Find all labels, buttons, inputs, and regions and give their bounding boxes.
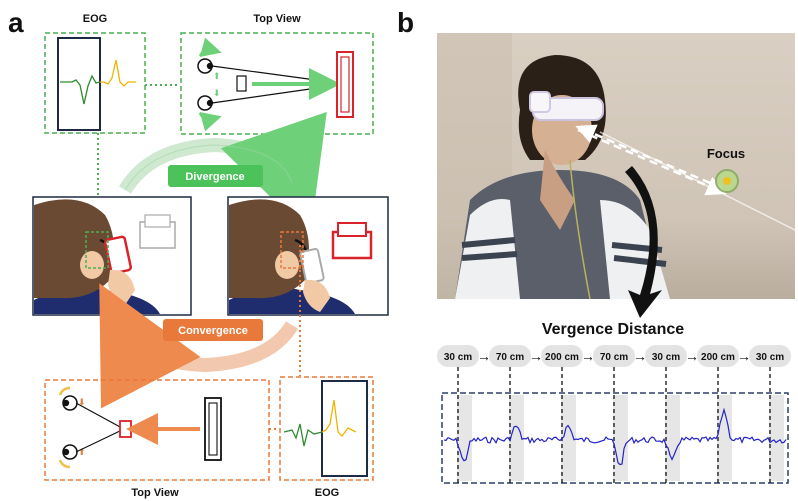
far-target-icon-bottom bbox=[204, 397, 222, 461]
eog-trace-yellow-bottom bbox=[321, 399, 357, 437]
far-target-icon bbox=[336, 51, 354, 118]
eog-trace-green bbox=[60, 74, 101, 105]
transition-band bbox=[509, 395, 524, 481]
distance-pill: 200 cm bbox=[697, 345, 739, 367]
distance-label: 70 cm bbox=[496, 352, 524, 363]
svg-text:⬇: ⬇ bbox=[213, 88, 221, 98]
svg-text:⬆: ⬆ bbox=[213, 71, 221, 81]
distance-pill: 70 cm bbox=[593, 345, 635, 367]
top-eog-label: EOG bbox=[83, 13, 107, 25]
near-phone-icon-bottom bbox=[119, 420, 132, 438]
sequence-arrow: → bbox=[477, 348, 491, 364]
sequence-arrow: → bbox=[737, 348, 751, 364]
transition-band bbox=[613, 395, 628, 481]
distance-pill: 30 cm bbox=[749, 345, 791, 367]
transition-markers bbox=[457, 367, 771, 483]
signal-box bbox=[441, 392, 789, 484]
convergence-arrow: Convergence bbox=[99, 283, 299, 409]
sequence-arrow: → bbox=[581, 348, 595, 364]
focus-label: Focus bbox=[707, 146, 745, 161]
divergence-label: Divergence bbox=[185, 171, 244, 183]
bottom-eog-panel: EOG bbox=[279, 376, 374, 499]
transition-band bbox=[665, 395, 680, 481]
subject-photo: Focus bbox=[437, 33, 796, 300]
vergence-title: Vergence Distance bbox=[542, 321, 684, 338]
photo-to-signal-arrow bbox=[625, 166, 662, 318]
distance-sequence: 30 cm→70 cm→200 cm→70 cm→30 cm→200 cm→30… bbox=[437, 345, 791, 367]
bottom-topview-panel: ⬇ ⬆ Top View bbox=[44, 379, 270, 499]
bottom-topview-label: Top View bbox=[131, 487, 179, 499]
distance-pill: 30 cm bbox=[645, 345, 687, 367]
distance-label: 30 cm bbox=[444, 352, 472, 363]
top-topview-panel: Top View ⬆ ⬇ bbox=[180, 13, 374, 135]
eog-trace-yellow bbox=[100, 59, 136, 87]
bottom-eog-label: EOG bbox=[315, 487, 339, 499]
convergence-label: Convergence bbox=[178, 325, 248, 337]
distance-label: 30 cm bbox=[652, 352, 680, 363]
transition-band bbox=[457, 395, 472, 481]
distance-label: 30 cm bbox=[756, 352, 784, 363]
eog-trace-green-bottom bbox=[283, 423, 323, 447]
top-topview-label: Top View bbox=[253, 13, 301, 25]
distance-pill: 30 cm bbox=[437, 345, 479, 367]
transition-band bbox=[561, 395, 576, 481]
transition-band bbox=[717, 395, 732, 481]
divergence-arrow: Divergence bbox=[118, 111, 327, 236]
distance-label: 70 cm bbox=[600, 352, 628, 363]
near-phone-icon bbox=[236, 75, 247, 92]
svg-text:⬇: ⬇ bbox=[78, 397, 86, 407]
far-focus-illustration bbox=[227, 196, 389, 316]
distance-pill: 70 cm bbox=[489, 345, 531, 367]
svg-text:⬆: ⬆ bbox=[78, 447, 86, 457]
eog-signal-trace bbox=[443, 407, 787, 466]
top-eog-panel: EOG bbox=[44, 13, 146, 134]
sequence-arrow: → bbox=[529, 348, 543, 364]
distance-label: 200 cm bbox=[701, 352, 735, 363]
sequence-arrow: → bbox=[633, 348, 647, 364]
near-focus-illustration bbox=[32, 196, 192, 316]
panel-a-letter: a bbox=[8, 7, 24, 38]
panel-b-letter: b bbox=[397, 7, 414, 38]
distance-pill: 200 cm bbox=[541, 345, 583, 367]
distance-label: 200 cm bbox=[545, 352, 579, 363]
sequence-arrow: → bbox=[685, 348, 699, 364]
transition-band bbox=[769, 395, 784, 481]
